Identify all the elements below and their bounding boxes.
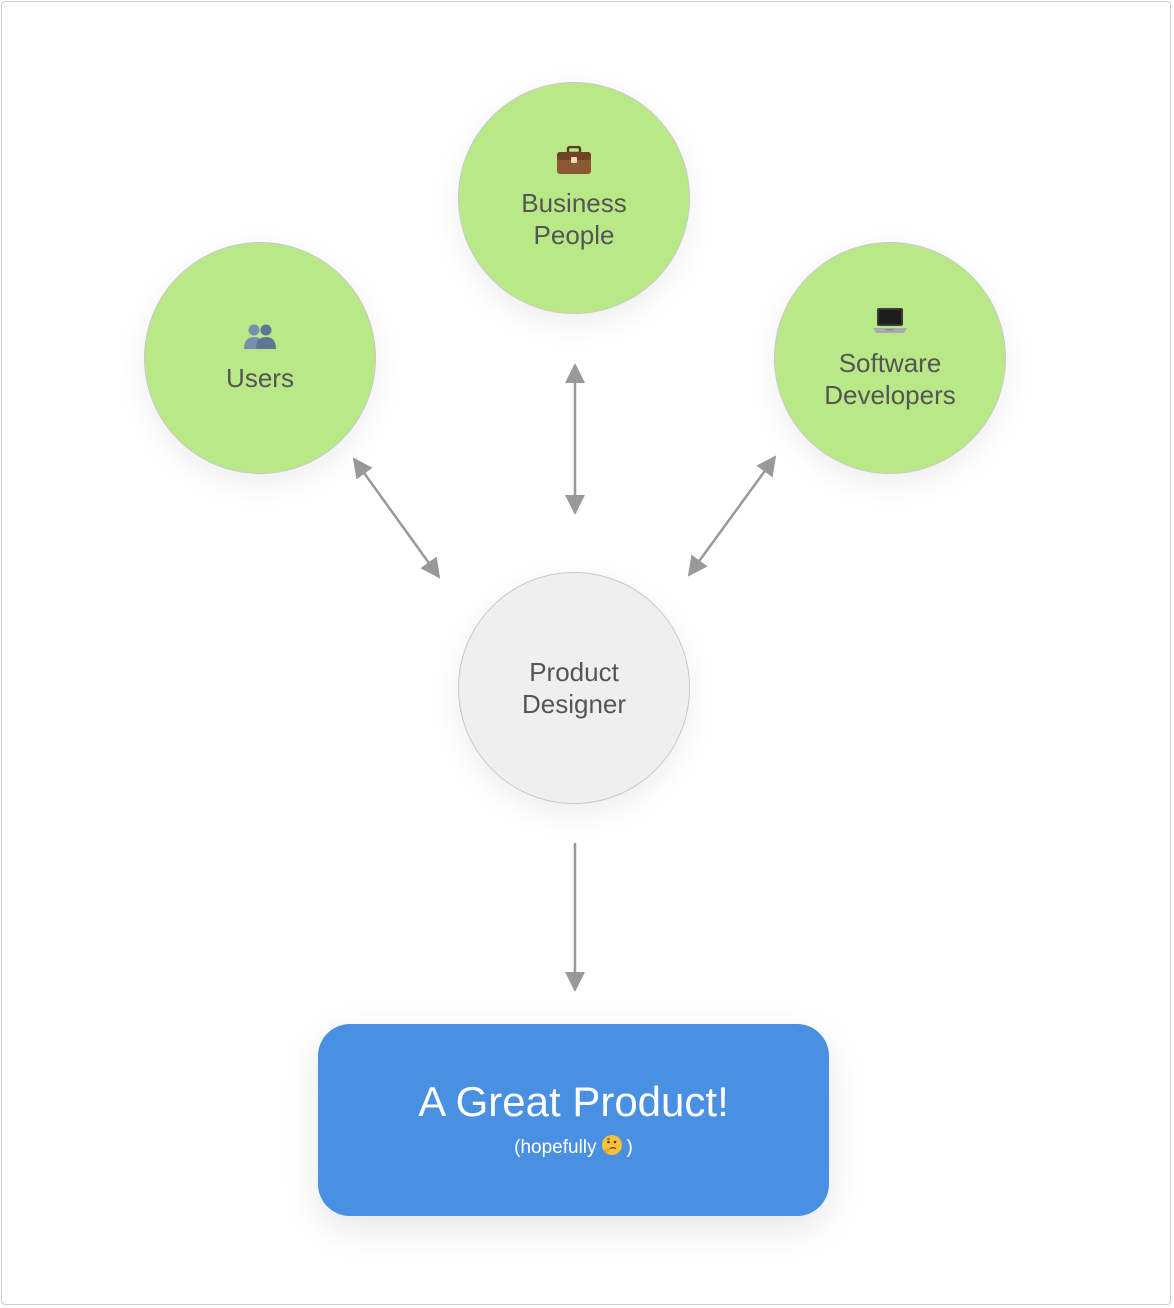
product-subtitle-open: (hopefully (514, 1137, 597, 1158)
arrow-developers-designer (687, 455, 777, 577)
briefcase-icon (556, 145, 592, 181)
product-subtitle-close: ) (626, 1137, 633, 1158)
node-business-people: Business People (458, 82, 690, 314)
product-subtitle: (hopefully ) (514, 1134, 633, 1163)
product-title: A Great Product! (418, 1077, 729, 1125)
thinking-face-icon (601, 1134, 623, 1163)
node-users: Users (144, 242, 376, 474)
node-users-label: Users (226, 362, 294, 393)
node-developers-label: Software Developers (824, 347, 956, 410)
node-software-developers: Software Developers (774, 242, 1006, 474)
product-box: A Great Product! (hopefully ) (318, 1024, 829, 1216)
arrow-users-designer (352, 457, 441, 579)
users-icon (243, 323, 277, 356)
node-business-label: Business People (521, 187, 627, 250)
node-designer-label: Product Designer (521, 657, 627, 719)
laptop-icon (872, 306, 908, 341)
node-product-designer: Product Designer (458, 572, 690, 804)
